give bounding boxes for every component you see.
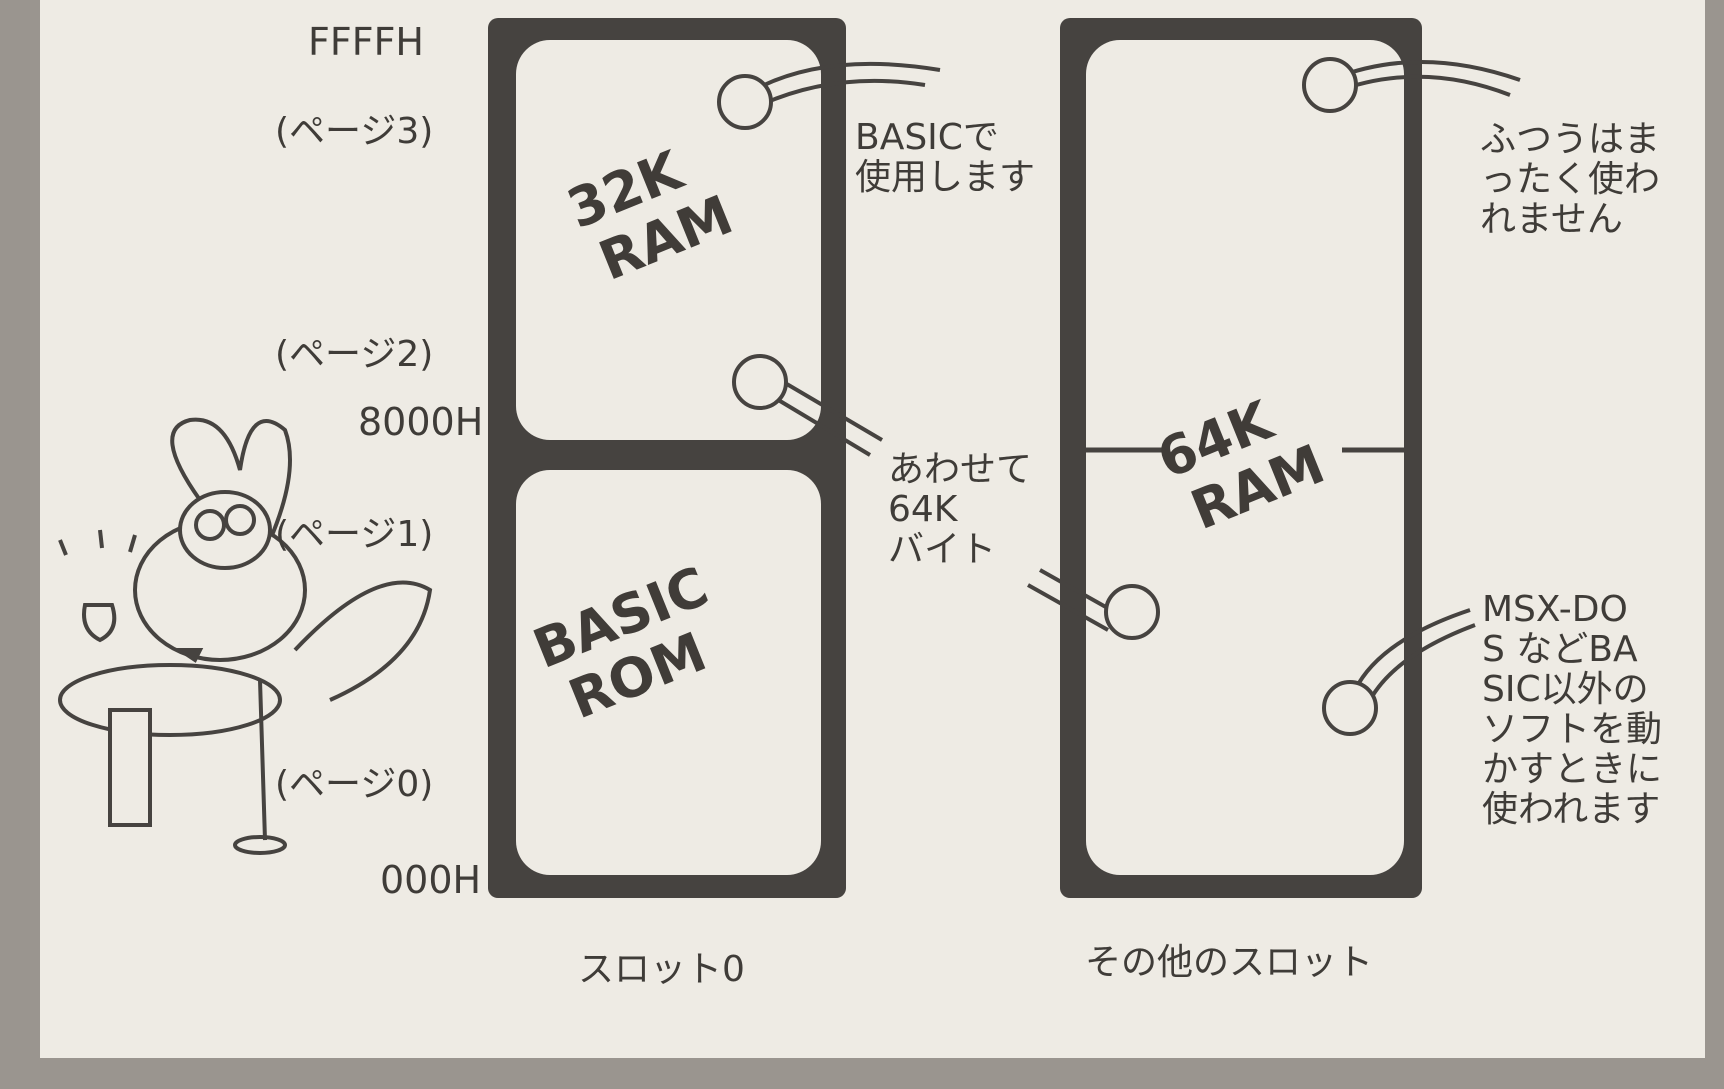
slot0-name: スロット0 [578, 949, 745, 990]
note-msxdos-line3: SIC以外の [1482, 669, 1649, 710]
note-basic-use: BASICで 使用します [855, 118, 1035, 198]
other-slot-block [1060, 18, 1422, 898]
paper-background [40, 0, 1705, 1058]
note-msxdos-line6: 使われます [1482, 789, 1661, 830]
note-unused-line1: ふつうはま [1480, 119, 1661, 160]
note-msxdos-line5: かすときに [1482, 749, 1663, 790]
page-label-1: (ページ1) [275, 514, 434, 555]
rabbit-mascot-illustration [58, 417, 433, 855]
note-combined-64k: あわせて 64K バイト [888, 450, 1032, 570]
note-unused: ふつうはま ったく使わ れません [1480, 120, 1660, 240]
address-ffffh: FFFFH [308, 20, 425, 64]
note-combined-line3: バイト [888, 529, 997, 570]
other-slot-ram-area [1086, 40, 1404, 875]
note-unused-line3: れません [1480, 199, 1623, 240]
note-combined-line1: あわせて [888, 449, 1033, 490]
page-label-0: (ページ0) [275, 764, 434, 805]
slot0-block [488, 18, 846, 898]
note-unused-line2: ったく使わ [1480, 159, 1661, 200]
callout-pointers [717, 57, 1521, 736]
note-msxdos-line1: MSX-DO [1482, 589, 1628, 630]
note-msxdos-line2: S などBA [1482, 629, 1638, 670]
page-label-2: (ページ2) [275, 334, 434, 375]
page-label-3: (ページ3) [275, 111, 434, 152]
note-msxdos-line4: ソフトを動 [1482, 709, 1663, 750]
address-8000h: 8000H [358, 400, 484, 444]
slot0-rom-area [516, 470, 821, 875]
note-basic-use-line2: 使用します [855, 157, 1036, 198]
note-msxdos: MSX-DO S などBA SIC以外の ソフトを動 かすときに 使われます [1482, 590, 1662, 830]
address-000h: 000H [380, 858, 482, 902]
slot0-ram-area [516, 40, 821, 440]
note-combined-line2: 64K [888, 489, 958, 530]
note-basic-use-line1: BASICで [855, 117, 999, 158]
other-slot-name: その他のスロット [1085, 942, 1374, 983]
